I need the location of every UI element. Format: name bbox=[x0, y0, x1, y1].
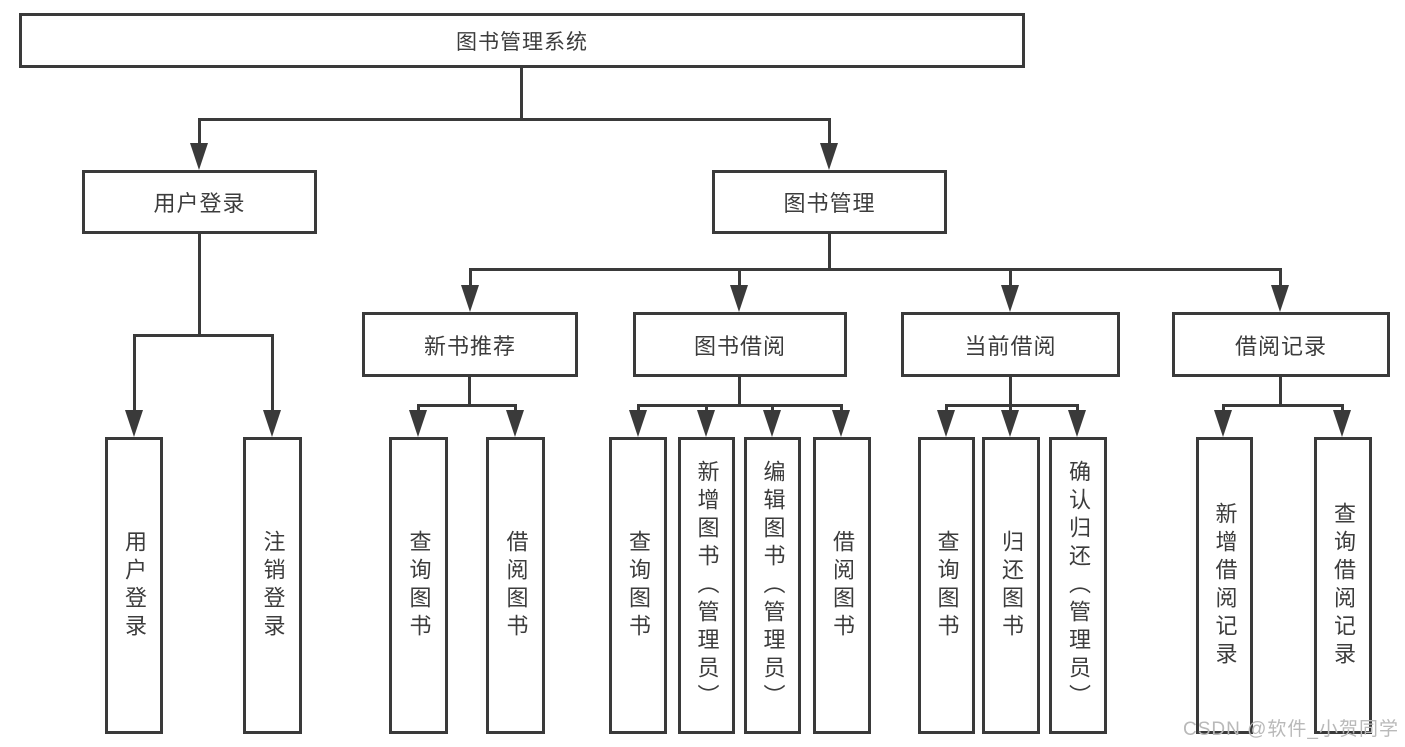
arrow-down-icon bbox=[937, 410, 955, 437]
leaf-query-borrow-record: 查询借阅记录 bbox=[1314, 437, 1372, 734]
connector-vline bbox=[468, 377, 471, 407]
connector-vline bbox=[520, 68, 523, 120]
leaf-label: 用户登录 bbox=[122, 529, 147, 642]
leaf-label: 借阅图书 bbox=[830, 529, 855, 642]
arrow-down-icon bbox=[820, 143, 838, 170]
leaf-query-books-current: 查询图书 bbox=[918, 437, 975, 734]
leaf-borrow-books-recommend: 借阅图书 bbox=[486, 437, 545, 734]
connector-hline bbox=[417, 404, 517, 407]
connector-vline bbox=[198, 234, 201, 337]
leaf-add-borrow-record: 新增借阅记录 bbox=[1196, 437, 1253, 734]
connector-vline bbox=[133, 334, 136, 412]
connector-vline bbox=[828, 118, 831, 148]
leaf-add-books-admin: 新增图书（管理员） bbox=[678, 437, 735, 734]
node-current-borrowing: 当前借阅 bbox=[901, 312, 1120, 377]
connector-vline bbox=[1009, 268, 1012, 288]
node-label: 当前借阅 bbox=[964, 333, 1057, 359]
arrow-down-icon bbox=[629, 410, 647, 437]
leaf-label: 确认归还（管理员） bbox=[1066, 459, 1091, 712]
connector-hline bbox=[469, 268, 1282, 271]
connector-vline bbox=[840, 404, 843, 413]
node-book-management-system: 图书管理系统 bbox=[19, 13, 1025, 68]
leaf-query-books-recommend: 查询图书 bbox=[389, 437, 448, 734]
connector-hline bbox=[133, 334, 273, 337]
csdn-watermark: CSDN @软件_小贺同学 bbox=[1183, 719, 1399, 740]
connector-vline bbox=[1076, 404, 1079, 413]
leaf-label: 新增借阅记录 bbox=[1212, 501, 1238, 670]
arrow-down-icon bbox=[697, 410, 715, 437]
leaf-label: 注销登录 bbox=[260, 529, 286, 642]
node-new-book-recommendation: 新书推荐 bbox=[362, 312, 578, 377]
leaf-edit-books-admin: 编辑图书（管理员） bbox=[744, 437, 801, 734]
connector-hline bbox=[637, 404, 843, 407]
connector-vline bbox=[771, 404, 774, 413]
arrow-down-icon bbox=[730, 285, 748, 312]
arrow-down-icon bbox=[461, 285, 479, 312]
connector-hline bbox=[198, 118, 831, 121]
arrow-down-icon bbox=[1001, 410, 1019, 437]
arrow-down-icon bbox=[190, 143, 208, 170]
leaf-label: 查询借阅记录 bbox=[1331, 501, 1356, 670]
arrow-down-icon bbox=[125, 410, 143, 437]
connector-vline bbox=[1279, 377, 1282, 407]
node-borrowing-records: 借阅记录 bbox=[1172, 312, 1390, 377]
leaf-return-books: 归还图书 bbox=[982, 437, 1040, 734]
arrow-down-icon bbox=[1068, 410, 1086, 437]
connector-vline bbox=[1341, 404, 1344, 413]
arrow-down-icon bbox=[1333, 410, 1351, 437]
node-book-borrowing: 图书借阅 bbox=[633, 312, 847, 377]
connector-vline bbox=[945, 404, 948, 413]
arrow-down-icon bbox=[1001, 285, 1019, 312]
leaf-label: 查询图书 bbox=[934, 529, 960, 642]
arrow-down-icon bbox=[763, 410, 781, 437]
connector-vline bbox=[1009, 404, 1012, 413]
node-label: 新书推荐 bbox=[423, 333, 516, 359]
connector-vline bbox=[271, 334, 274, 412]
connector-vline bbox=[198, 118, 201, 148]
connector-vline bbox=[705, 404, 708, 413]
connector-vline bbox=[1222, 404, 1225, 413]
connector-vline bbox=[1279, 268, 1282, 288]
arrow-down-icon bbox=[409, 410, 427, 437]
arrow-down-icon bbox=[832, 410, 850, 437]
node-label: 图书管理 bbox=[783, 191, 876, 216]
leaf-borrow-books: 借阅图书 bbox=[813, 437, 871, 734]
connector-vline bbox=[514, 404, 517, 413]
arrow-down-icon bbox=[1271, 285, 1289, 312]
leaf-query-books-borrowing: 查询图书 bbox=[609, 437, 667, 734]
leaf-logout: 注销登录 bbox=[243, 437, 302, 734]
arrow-down-icon bbox=[263, 410, 281, 437]
arrow-down-icon bbox=[506, 410, 524, 437]
leaf-label: 新增图书（管理员） bbox=[694, 459, 720, 712]
connector-vline bbox=[738, 268, 741, 288]
connector-hline bbox=[945, 404, 1079, 407]
node-book-management: 图书管理 bbox=[712, 170, 947, 234]
node-label: 图书管理系统 bbox=[456, 30, 588, 54]
node-label: 用户登录 bbox=[153, 191, 246, 216]
node-label: 图书借阅 bbox=[693, 333, 786, 359]
leaf-label: 借阅图书 bbox=[503, 529, 529, 642]
connector-vline bbox=[1009, 377, 1012, 407]
leaf-label: 归还图书 bbox=[999, 529, 1024, 642]
connector-vline bbox=[637, 404, 640, 413]
connector-hline bbox=[1222, 404, 1344, 407]
connector-vline bbox=[828, 234, 831, 271]
node-user-login: 用户登录 bbox=[82, 170, 317, 234]
leaf-label: 查询图书 bbox=[626, 529, 651, 642]
connector-vline bbox=[738, 377, 741, 407]
arrow-down-icon bbox=[1214, 410, 1232, 437]
leaf-confirm-return-admin: 确认归还（管理员） bbox=[1049, 437, 1107, 734]
node-label: 借阅记录 bbox=[1234, 333, 1327, 359]
connector-vline bbox=[417, 404, 420, 413]
leaf-label: 查询图书 bbox=[406, 529, 432, 642]
connector-vline bbox=[469, 268, 472, 288]
leaf-user-login: 用户登录 bbox=[105, 437, 163, 734]
leaf-label: 编辑图书（管理员） bbox=[760, 459, 786, 712]
